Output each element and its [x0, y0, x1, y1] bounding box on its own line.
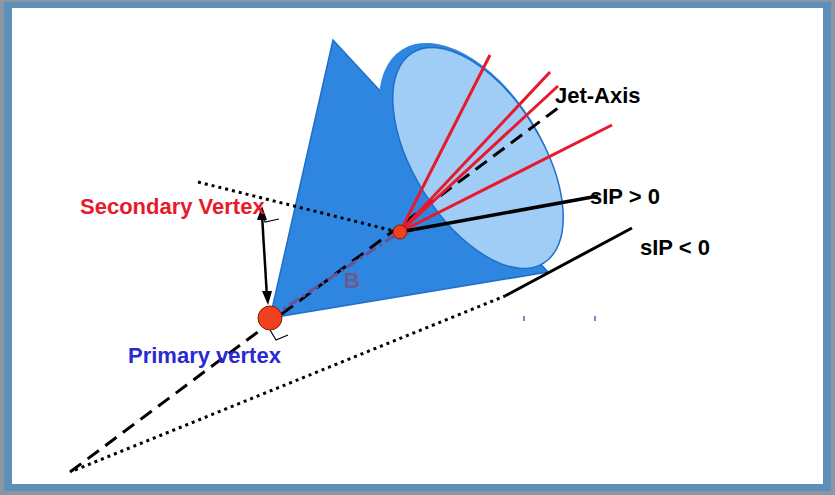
axis-label: Jet-Axis — [555, 83, 641, 108]
track-pos — [400, 196, 598, 232]
jet-axis-line — [70, 108, 558, 472]
tick — [523, 316, 525, 321]
sip-label: sIP < 0 — [640, 235, 710, 260]
track-extension-neg — [75, 296, 505, 470]
secondary-vertex-dot — [393, 225, 407, 239]
vertex-label: Secondary Vertex — [80, 194, 265, 219]
impact-parameter — [262, 215, 267, 297]
vertex-label: Primary vertex — [128, 343, 281, 368]
primary-vertex-dot — [258, 306, 282, 330]
sip-label: sIP > 0 — [590, 184, 660, 209]
particle-label: B — [344, 268, 360, 293]
tick — [594, 316, 596, 321]
cone-fill — [341, 11, 599, 304]
decay-tracks — [400, 55, 612, 232]
right-angle-mark — [270, 330, 288, 340]
track-neg — [505, 228, 632, 296]
b-flight-line — [270, 232, 400, 318]
cone-mouth — [358, 19, 598, 297]
